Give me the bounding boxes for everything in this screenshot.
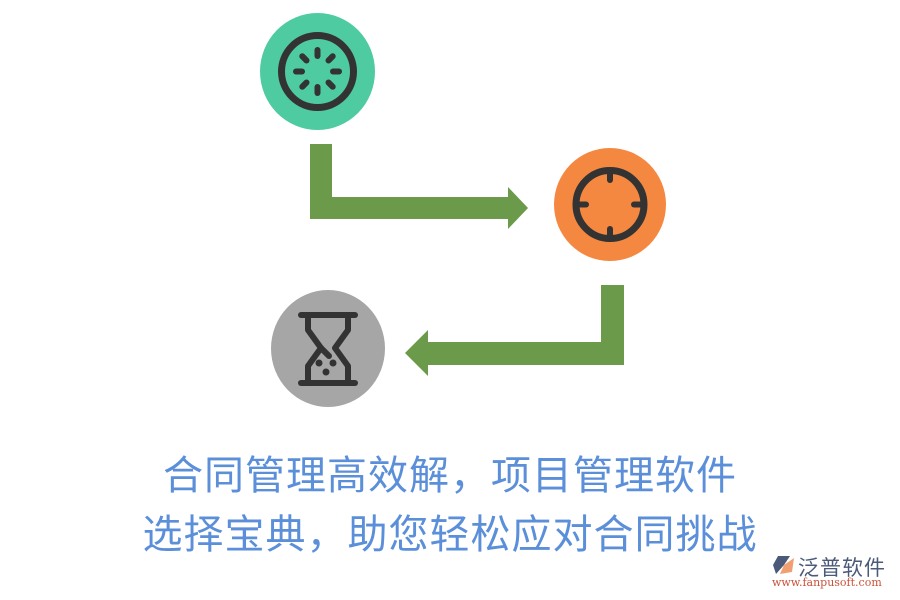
logo-name: 泛普软件 [798, 556, 886, 580]
brand-logo: 泛普软件 www.fanpusoft.com [770, 552, 895, 592]
fanpu-logo-icon [773, 556, 794, 574]
node-wait [271, 290, 385, 407]
node-target [554, 148, 666, 261]
crosshair-icon [572, 167, 648, 242]
arrow-left [405, 285, 624, 376]
caption-line-1: 合同管理高效解，项目管理软件 [163, 453, 737, 499]
loading-icon [278, 32, 357, 111]
node-start [260, 13, 375, 130]
arrow-right [310, 144, 528, 229]
logo-url: www.fanpusoft.com [772, 576, 882, 589]
caption-line-2: 选择宝典，助您轻松应对合同挑战 [142, 512, 758, 558]
hourglass-icon [298, 312, 358, 386]
